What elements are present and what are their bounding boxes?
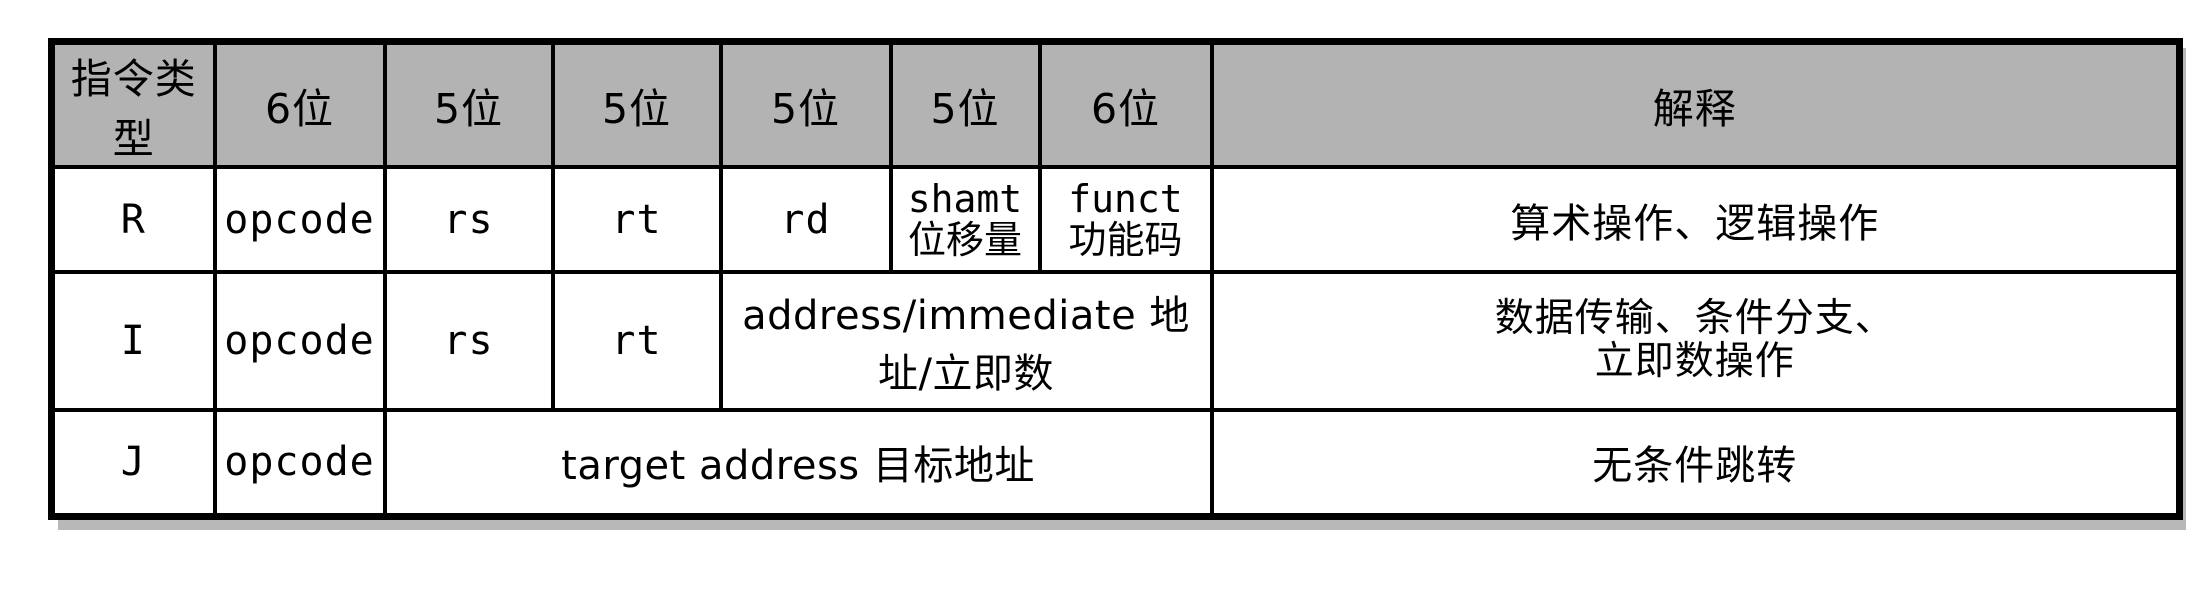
cell-r-funct-cn: 功能码 (1068, 217, 1183, 262)
cell-r-explanation: 算术操作、逻辑操作 (1209, 164, 2182, 275)
cell-j-target-address: target address 目标地址 (382, 407, 1214, 519)
header-cell-bits-6a: 6位 (212, 39, 387, 169)
cell-r-shamt-cn: 位移量 (907, 217, 1022, 262)
cell-i-rt: rt (550, 270, 723, 412)
header-cell-instruction-type: 指令类型 (49, 39, 217, 169)
table-row-j-type: J opcode target address 目标地址 无条件跳转 (49, 407, 2182, 519)
table-row-r-type: R opcode rs rt rd shamt 位移量 funct 功能码 算术… (49, 164, 2182, 275)
mips-instruction-format-table: 指令类型 6位 5位 5位 5位 5位 6位 解释 R opcode rs rt… (48, 38, 2183, 520)
header-cell-bits-5a: 5位 (382, 39, 555, 169)
cell-i-explanation-line2: 立即数操作 (1594, 338, 1795, 384)
cell-j-type-code: J (49, 407, 217, 519)
cell-r-funct: funct 功能码 (1037, 164, 1214, 275)
cell-i-explanation-line1: 数据传输、条件分支、 (1494, 296, 1895, 341)
table-row-i-type: I opcode rs rt address/immediate 地址/立即数 … (49, 270, 2182, 412)
table-header-row: 指令类型 6位 5位 5位 5位 5位 6位 解释 (49, 39, 2182, 169)
cell-r-shamt-en: shamt (907, 177, 1023, 222)
header-cell-bits-5b: 5位 (550, 39, 723, 169)
header-cell-bits-6b: 6位 (1037, 39, 1214, 169)
cell-r-rs: rs (382, 164, 555, 275)
cell-i-address-immediate: address/immediate 地址/立即数 (718, 270, 1214, 412)
cell-r-shamt: shamt 位移量 (888, 164, 1042, 275)
cell-i-opcode: opcode (212, 270, 387, 412)
cell-r-type-code: R (49, 164, 217, 275)
cell-r-opcode: opcode (212, 164, 387, 275)
cell-r-rt: rt (550, 164, 723, 275)
header-cell-bits-5c: 5位 (718, 39, 893, 169)
cell-r-rd: rd (718, 164, 893, 275)
cell-i-explanation: 数据传输、条件分支、 立即数操作 (1209, 270, 2182, 412)
header-cell-explanation: 解释 (1209, 39, 2182, 169)
cell-i-rs: rs (382, 270, 555, 412)
cell-j-explanation: 无条件跳转 (1209, 407, 2182, 519)
cell-i-type-code: I (49, 270, 217, 412)
cell-r-funct-en: funct (1068, 177, 1183, 222)
cell-j-opcode: opcode (212, 407, 387, 519)
header-cell-bits-5d: 5位 (888, 39, 1042, 169)
